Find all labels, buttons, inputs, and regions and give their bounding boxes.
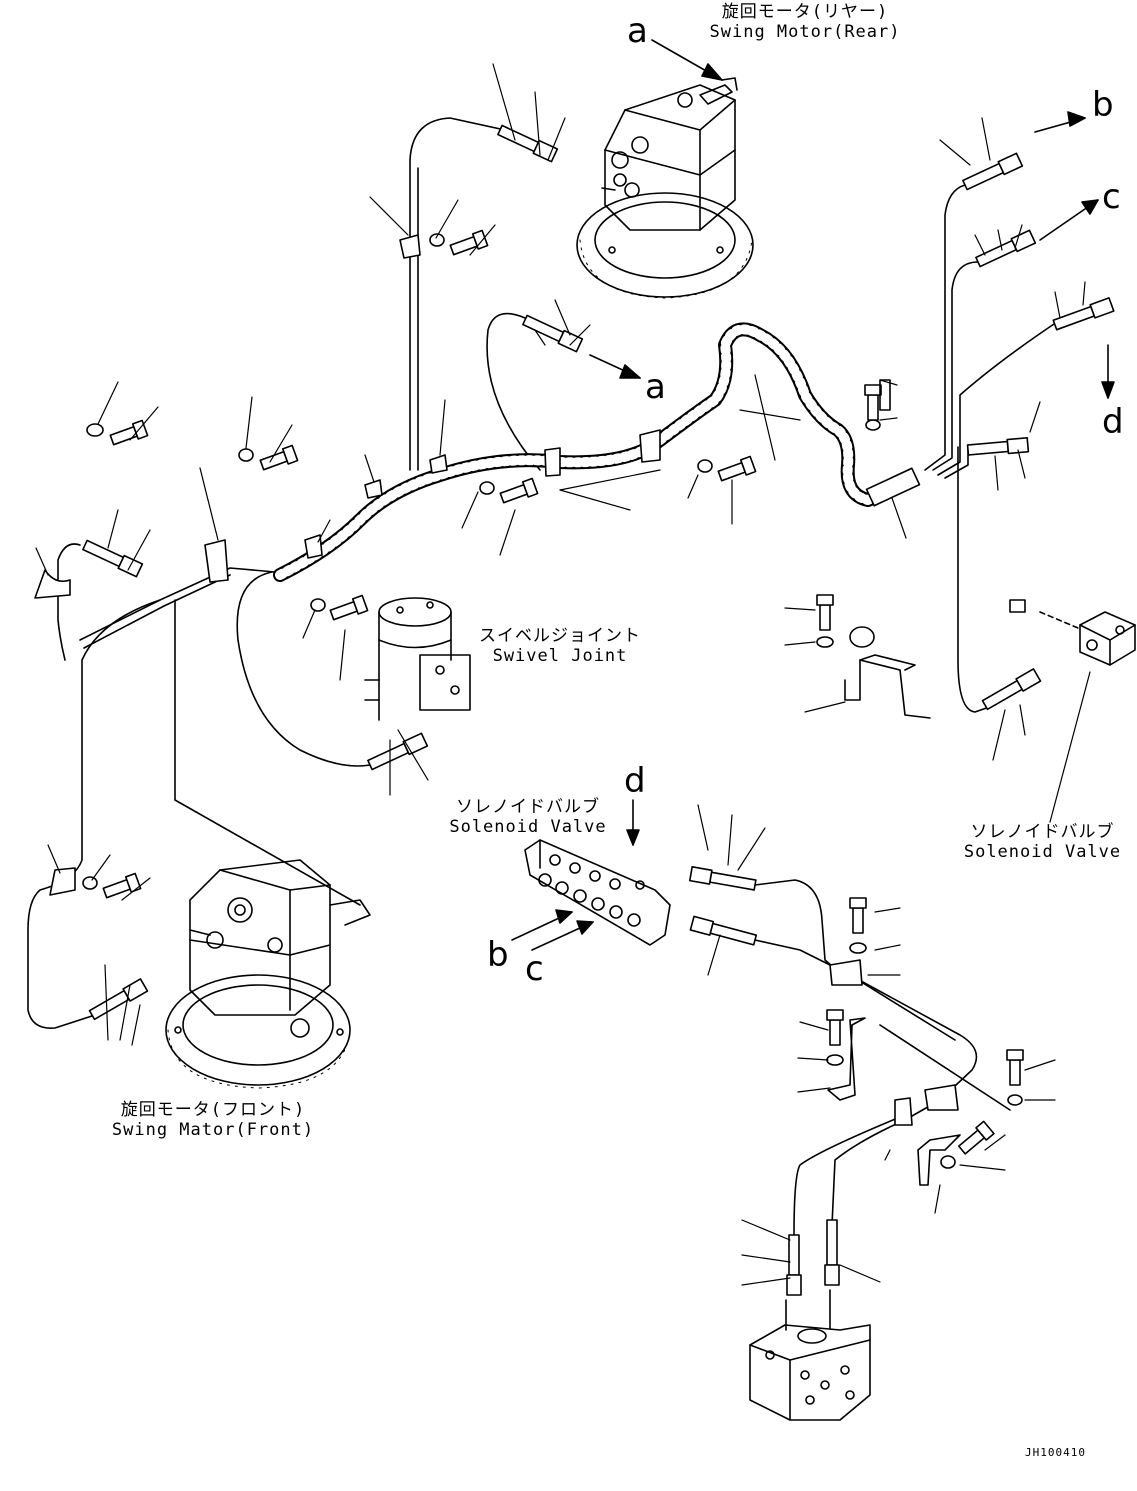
swing-motor-rear-label-en: Swing Motor(Rear) (709, 22, 901, 42)
swing-motor-rear-label: 旋回モータ(リヤー) Swing Motor(Rear) (690, 2, 920, 42)
solenoid-valve-right-label-jp: ソレノイドバルブ (970, 822, 1115, 842)
solenoid-valve-right-label-en: Solenoid Valve (963, 842, 1122, 862)
solenoid-valve-center-label: ソレノイドバルブ Solenoid Valve (438, 797, 618, 837)
connection-letter-c-center: c (525, 949, 544, 989)
drawing-number: JH100410 (1025, 1446, 1086, 1459)
connection-letter-a-top: a (627, 11, 648, 51)
connection-letter-a-mid: a (645, 367, 666, 407)
solenoid-valve-right-label: ソレノイドバルブ Solenoid Valve (950, 822, 1135, 862)
pipes (27, 117, 1061, 1236)
direction-arrows (511, 39, 1115, 951)
swivel-joint-label-en: Swivel Joint (492, 646, 628, 666)
leader-lines (35, 63, 1091, 1286)
solenoid-valve-center-label-jp: ソレノイドバルブ (456, 797, 600, 817)
connection-letter-c-right: c (1102, 177, 1121, 217)
spiral-hose-harness (273, 322, 921, 582)
swing-motor-front (165, 859, 371, 1086)
connection-letter-d-right: d (1102, 402, 1124, 442)
swing-motor-rear-label-jp: 旋回モータ(リヤー) (721, 2, 889, 22)
swing-motor-rear (576, 77, 754, 298)
connection-letter-d-center: d (624, 761, 646, 801)
connection-letter-b-right: b (1092, 85, 1114, 125)
swivel-joint-label: スイベルジョイント Swivel Joint (470, 626, 650, 666)
connection-letter-b-center: b (487, 935, 509, 975)
swing-motor-front-label-en: Swing Mator(Front) (111, 1120, 315, 1140)
solenoid-valve-bank-center (524, 839, 671, 946)
solenoid-valve-center-label-en: Solenoid Valve (449, 817, 607, 837)
hardware (34, 229, 1024, 1186)
control-valve-block (749, 1289, 871, 1421)
solenoid-valve-right (1009, 599, 1136, 666)
swing-motor-front-label: 旋回モータ(フロント) Swing Mator(Front) (98, 1100, 328, 1140)
swivel-joint-label-jp: スイベルジョイント (479, 626, 641, 646)
ring-bolt-holes (167, 239, 753, 1089)
swing-motor-front-label-jp: 旋回モータ(フロント) (120, 1100, 306, 1120)
swivel-joint (364, 597, 471, 721)
